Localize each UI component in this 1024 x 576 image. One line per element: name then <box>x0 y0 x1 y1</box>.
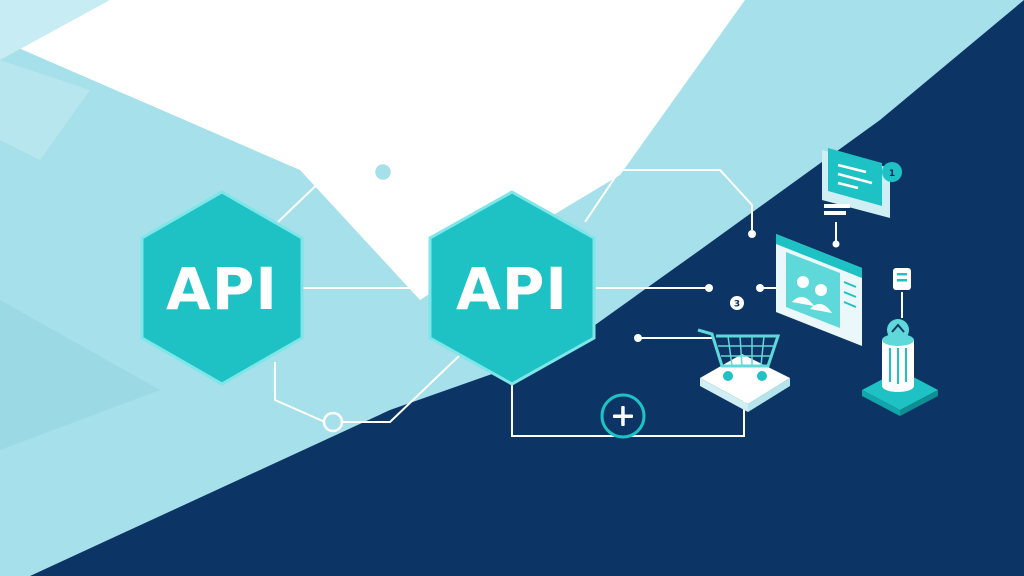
connector-lines <box>274 169 903 437</box>
api-right-label: API <box>456 255 568 323</box>
connector-node-top <box>372 161 394 183</box>
connector-right-to-chat <box>584 169 753 230</box>
message-badge: 1 <box>882 162 902 182</box>
chat-message-icon <box>822 148 890 218</box>
database-icon <box>862 319 938 416</box>
connector-bottom-to-right <box>342 354 461 423</box>
connector-left-bottom <box>274 362 326 423</box>
background-pale-facet-3 <box>0 300 160 450</box>
small-badge-text: 3 <box>734 300 740 310</box>
shopping-cart-icon <box>697 328 790 412</box>
background-pale-facet <box>0 0 110 60</box>
connector-node-window <box>756 284 764 292</box>
connector-node-chat-end <box>832 240 840 248</box>
connector-top-to-right <box>391 179 436 223</box>
connector-node-mid <box>416 284 424 292</box>
connector-node-right <box>705 284 713 292</box>
connector-node-bottom <box>322 411 344 433</box>
api-node-left: API <box>140 190 304 386</box>
background-navy-area <box>30 0 1024 576</box>
small-badge-node: 3 <box>730 296 744 310</box>
api-node-right: API <box>428 190 596 386</box>
connector-node-cart <box>634 334 642 342</box>
plus-icon <box>600 393 646 439</box>
notification-icon <box>893 268 911 290</box>
users-window-icon <box>776 234 862 346</box>
message-badge-text: 1 <box>889 169 895 179</box>
api-left-label: API <box>166 255 278 323</box>
connector-left-top <box>277 171 383 223</box>
connector-node-chat <box>748 230 756 238</box>
background-pale-facet-2 <box>0 60 90 160</box>
